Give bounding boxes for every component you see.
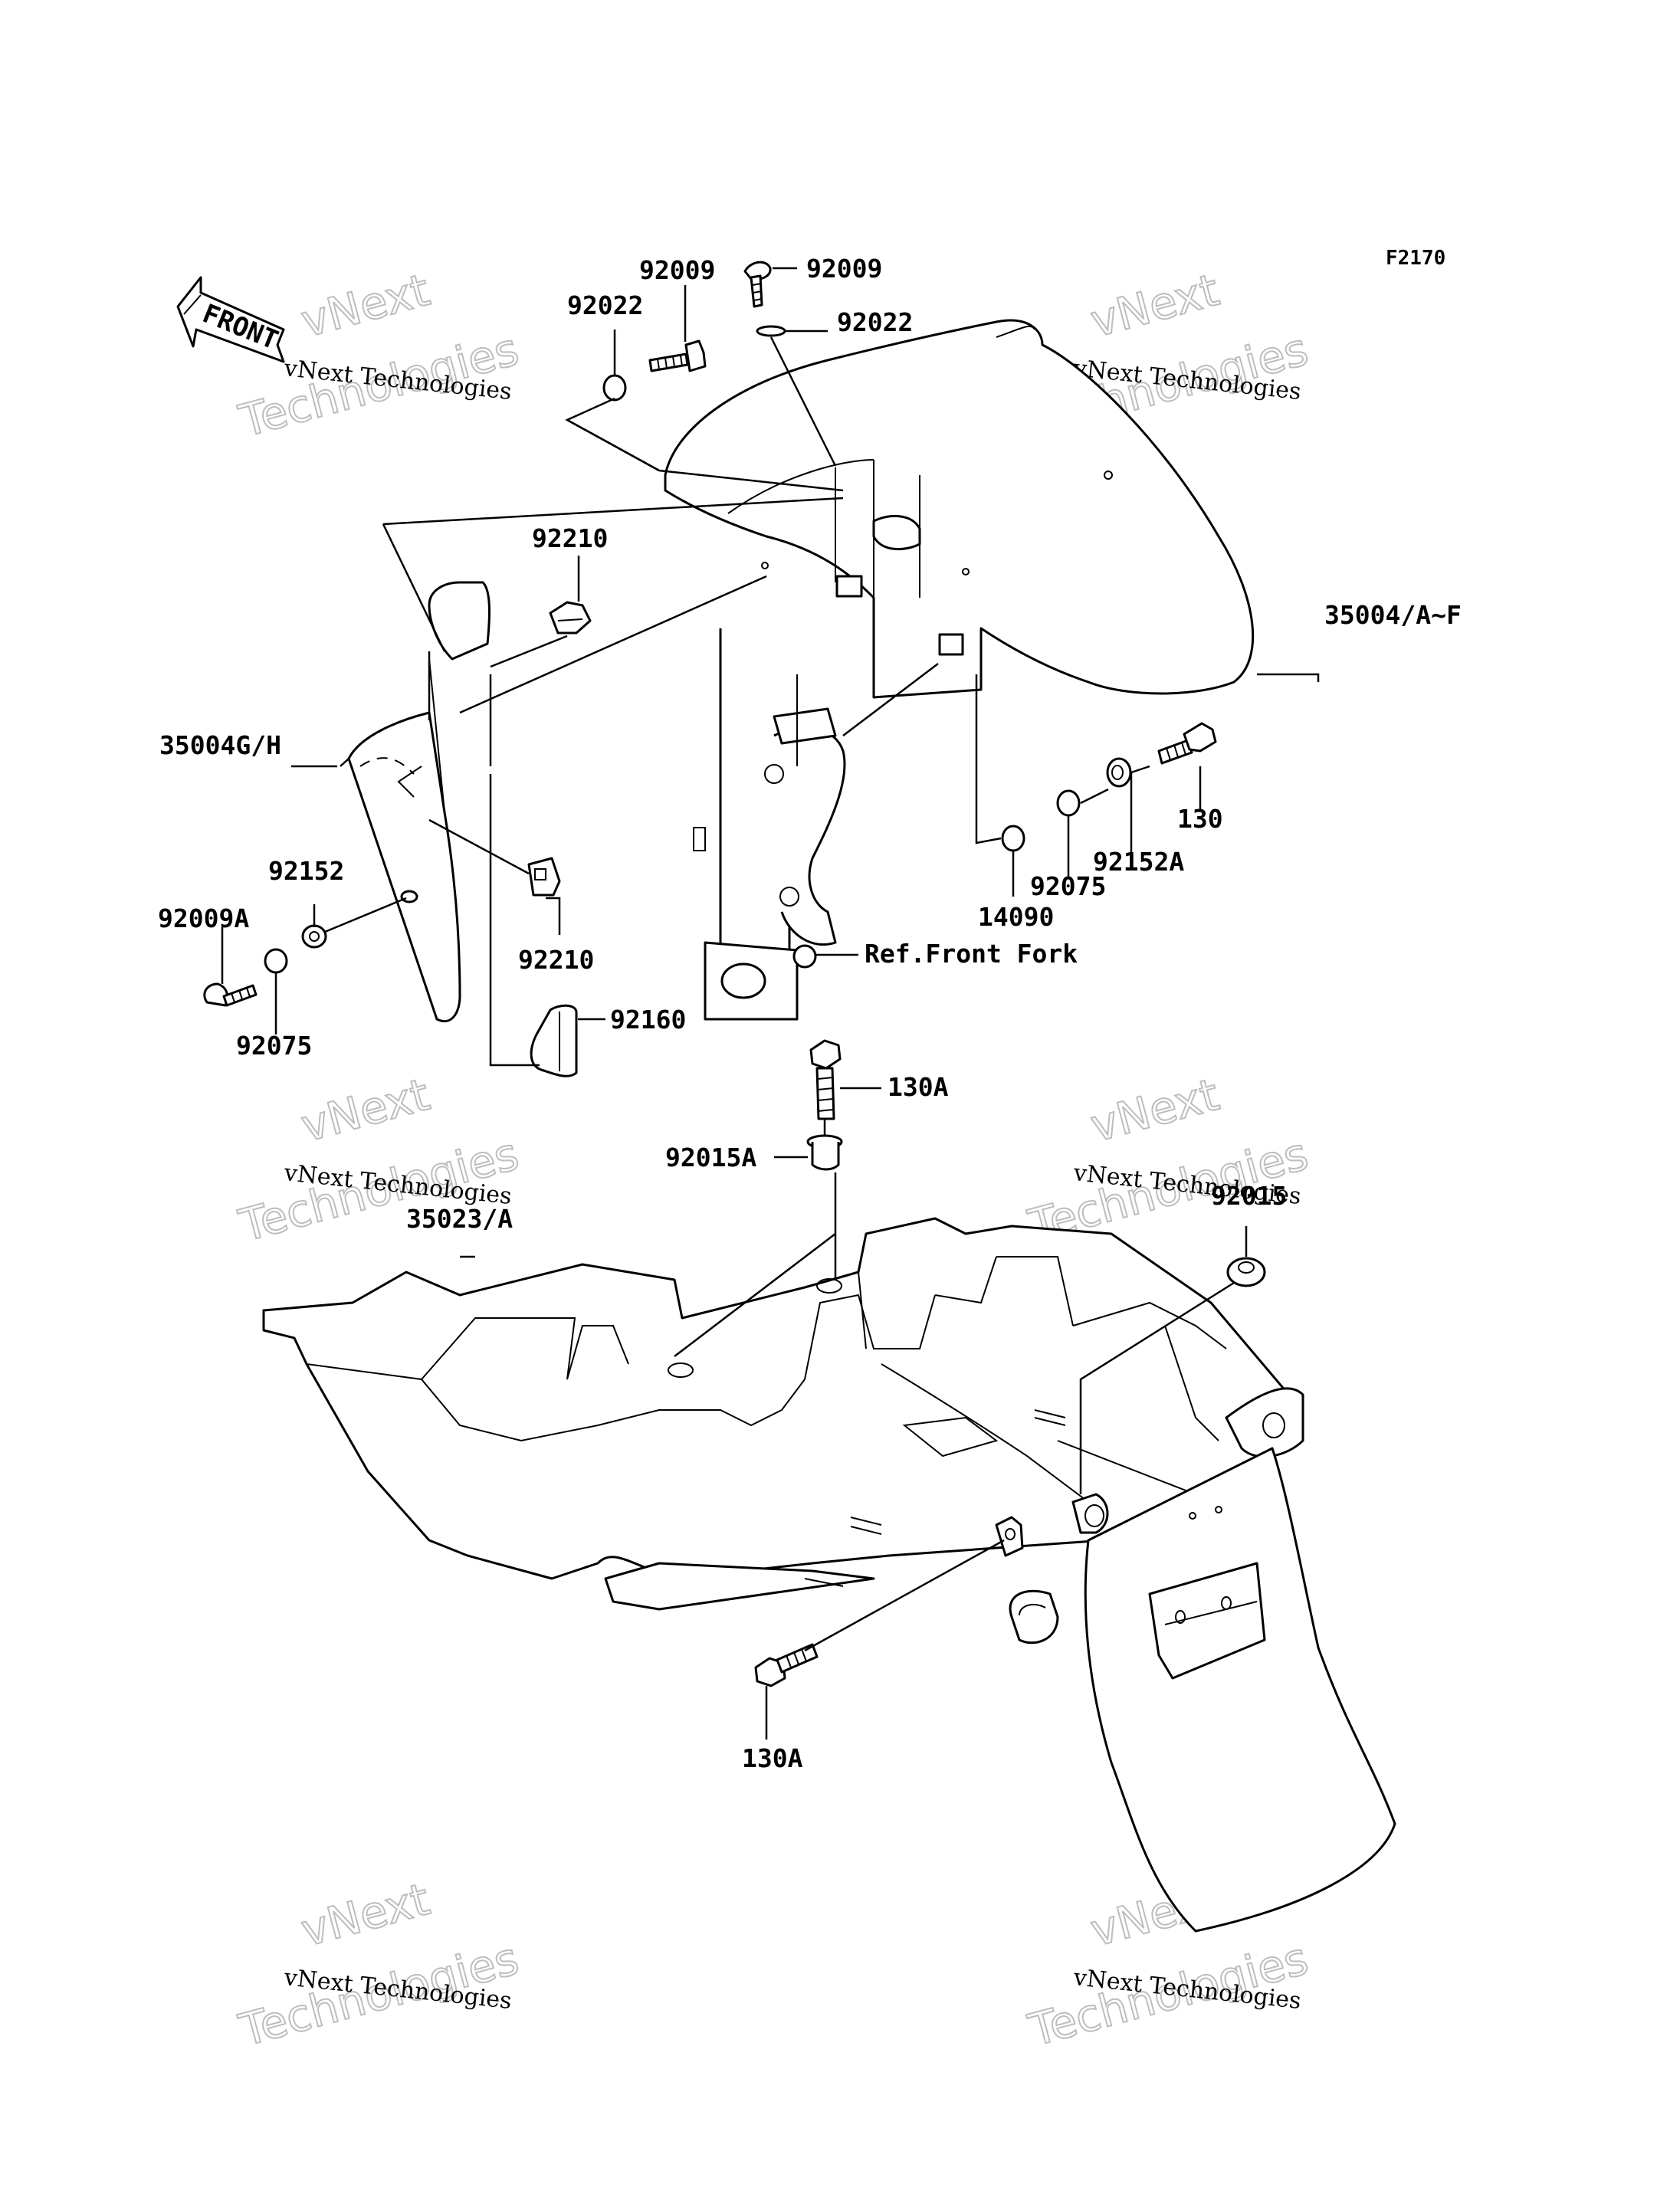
front-arrow-icon: FRONT [176,276,285,363]
front-arrow-label: FRONT [199,298,283,356]
washer-92075-right [1056,789,1081,817]
label-92015A: 92015A [665,1143,756,1172]
bolt-130 [1157,722,1217,765]
front-fork [693,628,846,1021]
bolt-92009A [203,982,258,1007]
label-ref-front-fork: Ref.Front Fork [865,939,1078,969]
label-92009-right: 92009 [806,254,882,284]
label-92075-left: 92075 [236,1031,312,1061]
washer-92075-left [264,948,288,974]
label-92022-right: 92022 [837,307,913,337]
label-92160: 92160 [610,1005,686,1035]
watermark-bottom-left: vNext Technologies vNext Technologies [233,1872,524,2058]
label-35004G-H: 35004G/H [159,730,281,760]
label-92210-top: 92210 [532,523,608,553]
label-92210-bottom: 92210 [518,945,594,975]
label-92009A: 92009A [158,903,249,933]
label-130A-bottom: 130A [742,1743,803,1773]
rear-fender-flap [1009,1447,1396,1933]
washer-92022-right [756,325,786,337]
watermark-brand: vNext [296,264,435,348]
collar-92152A [1106,757,1132,788]
leader-lines-top [221,267,1320,1067]
clip-92210-bottom [527,857,561,897]
label-14090: 14090 [978,902,1054,932]
label-92022-left: 92022 [567,290,643,320]
label-92075-right: 92075 [1030,871,1106,901]
bolt-92009-left [648,339,707,372]
front-fender-rear [347,581,578,1077]
label-130A-top: 130A [888,1072,949,1102]
bolt-130A-bottom [754,1643,819,1687]
collar-92015A [806,1134,843,1171]
label-92152: 92152 [268,856,344,886]
watermark-brand: vNext [1085,264,1224,348]
washer-92022-left [602,374,627,402]
front-fender-main [664,319,1255,699]
watermark-brand: vNext [296,1873,435,1957]
watermark-mid-right: vNext Technologies vNext Technologies [1022,1067,1314,1253]
clip-92210-top [549,601,592,635]
label-35023-A: 35023/A [406,1204,513,1234]
grommet-92015 [1226,1257,1266,1287]
washer-14090 [1001,825,1025,852]
label-130: 130 [1177,804,1223,834]
watermark-brand: vNext [296,1068,435,1153]
label-35004A-F: 35004/A~F [1324,600,1462,630]
collar-92152 [301,924,327,949]
label-92152A: 92152A [1093,847,1184,877]
bolt-92009-right [743,261,772,308]
label-92015: 92015 [1211,1181,1287,1211]
label-92009-left: 92009 [639,255,715,285]
bolt-130A-top [809,1039,842,1120]
watermark-brand: vNext [1085,1068,1224,1153]
figure-id: F2170 [1386,247,1445,270]
rear-fender-undertray [262,1217,1304,1611]
leader-lines-rear [460,1087,1248,1740]
